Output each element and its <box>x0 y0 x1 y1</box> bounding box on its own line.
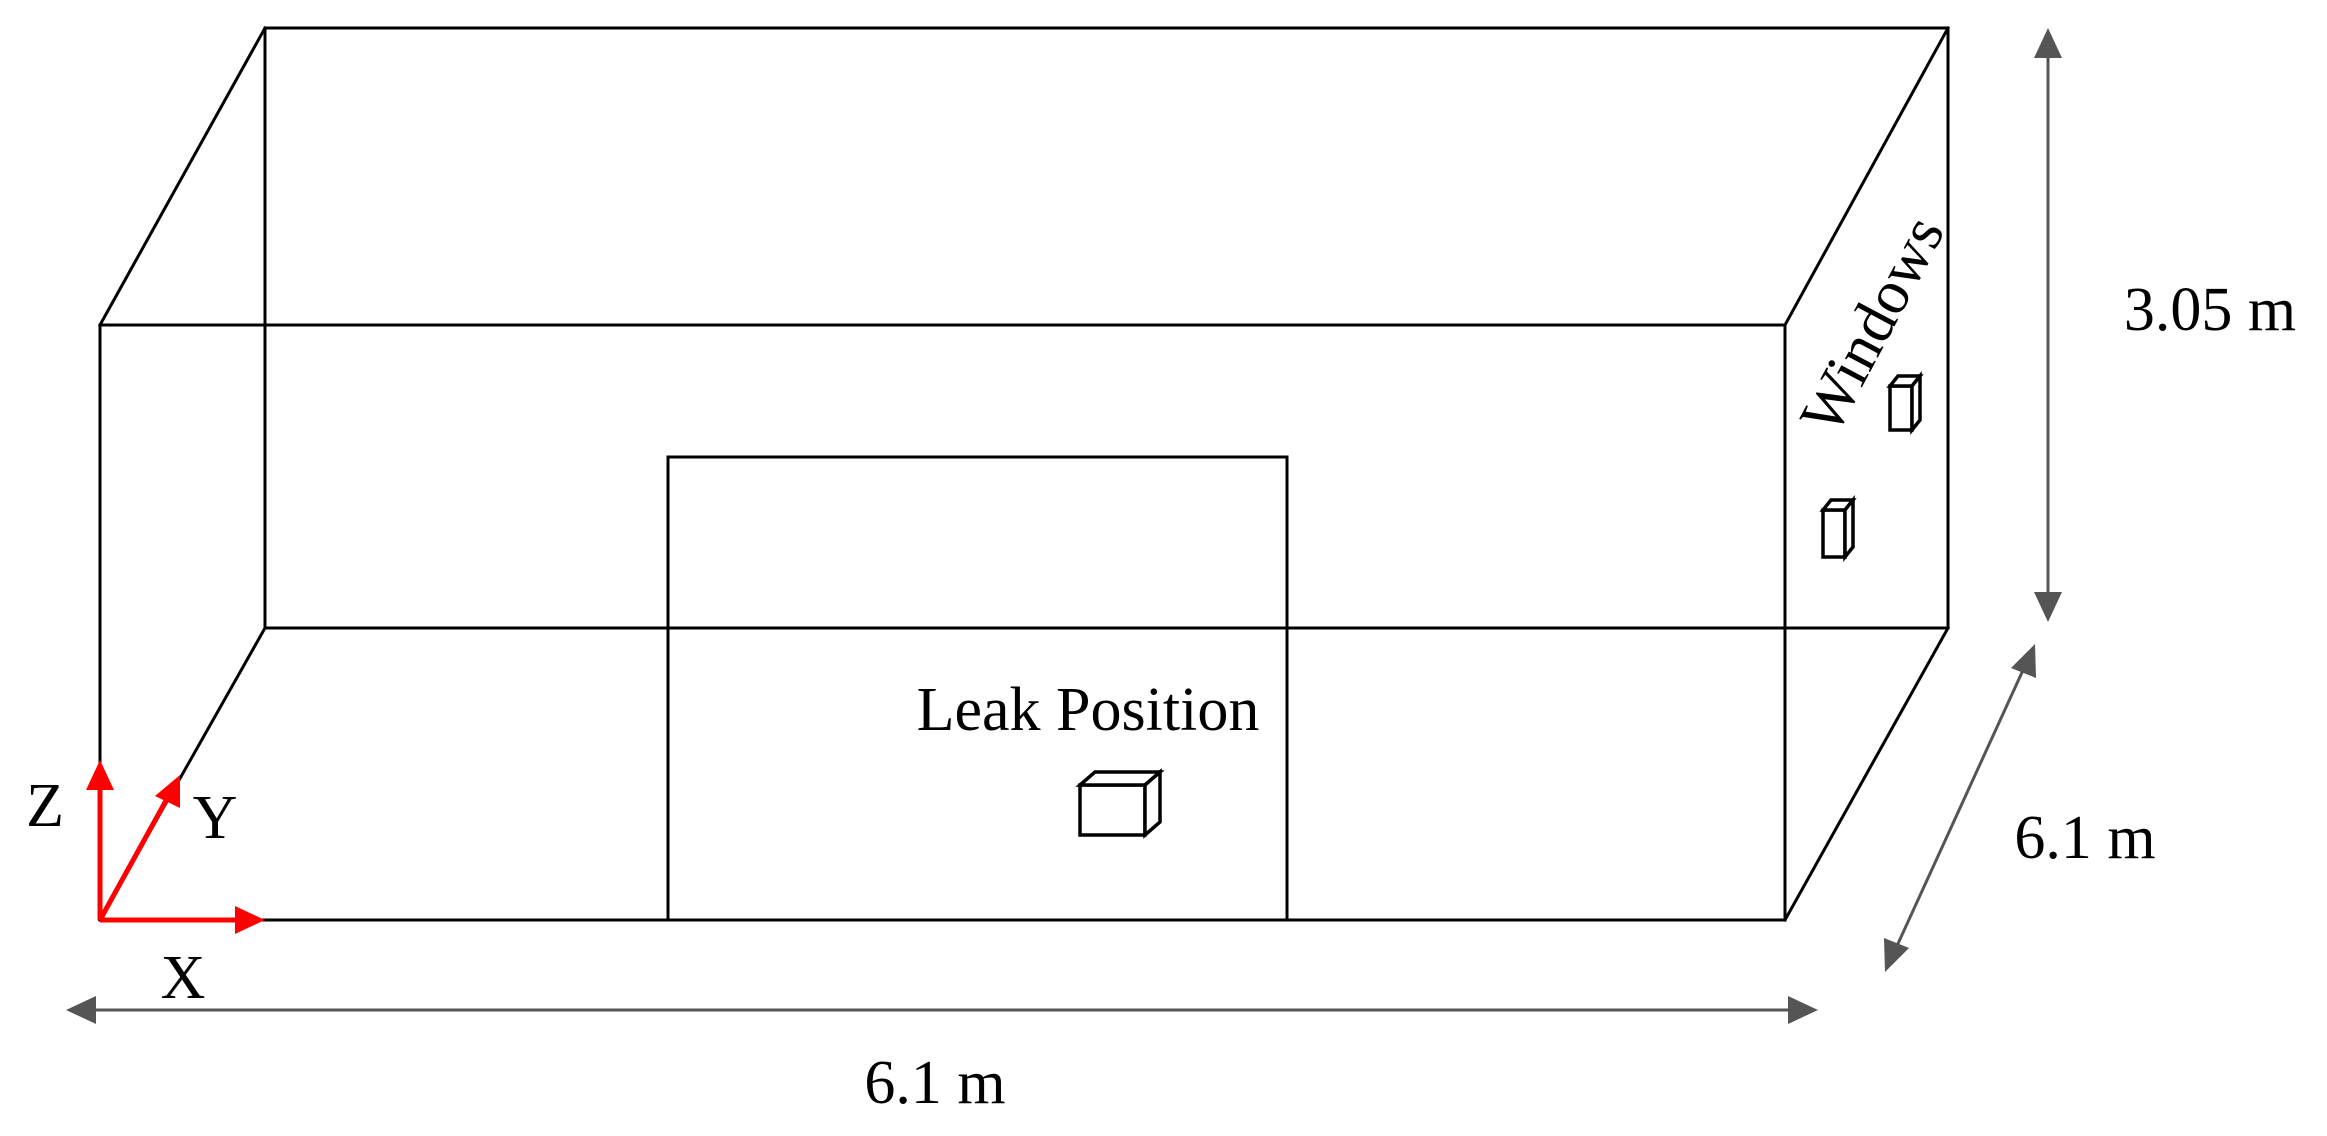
windows-label: Windows <box>1787 205 1957 445</box>
window-lower <box>1819 495 1857 562</box>
leak-box-side <box>1143 768 1162 839</box>
window-lower-front <box>1821 508 1847 559</box>
depth-dimension-arrow <box>1884 644 2036 972</box>
z-axis-arrowhead <box>86 760 114 790</box>
z-axis-label: Z <box>26 772 64 840</box>
top-right-diagonal <box>1782 25 1951 328</box>
y-axis-label: Y <box>193 784 238 852</box>
bottom-right-diagonal <box>1782 625 1951 923</box>
depth-dimension-label: 6.1 m <box>2014 804 2155 872</box>
leak-box-front <box>1078 783 1147 837</box>
leak-box <box>1075 768 1165 839</box>
x-axis-label: X <box>161 944 206 1012</box>
top-left-diagonal <box>97 25 268 328</box>
window-lower-side <box>1843 495 1855 562</box>
x-axis-arrowhead <box>235 906 265 934</box>
width-dimension-label: 6.1 m <box>864 1049 1005 1117</box>
y-axis-line <box>97 795 171 922</box>
room-box <box>97 25 1951 923</box>
height-dimension-arrow <box>2034 28 2062 622</box>
height-dimension-label: 3.05 m <box>2124 276 2296 344</box>
leak-position-label: Leak Position <box>917 676 1260 744</box>
window-upper-side <box>1910 371 1922 435</box>
coordinate-axes <box>86 760 265 934</box>
window-upper <box>1886 371 1924 435</box>
y-axis-arrowhead <box>155 775 180 808</box>
window-upper-front <box>1888 384 1914 432</box>
width-dimension-arrow <box>66 996 1818 1024</box>
inner-rectangle <box>666 455 1289 922</box>
